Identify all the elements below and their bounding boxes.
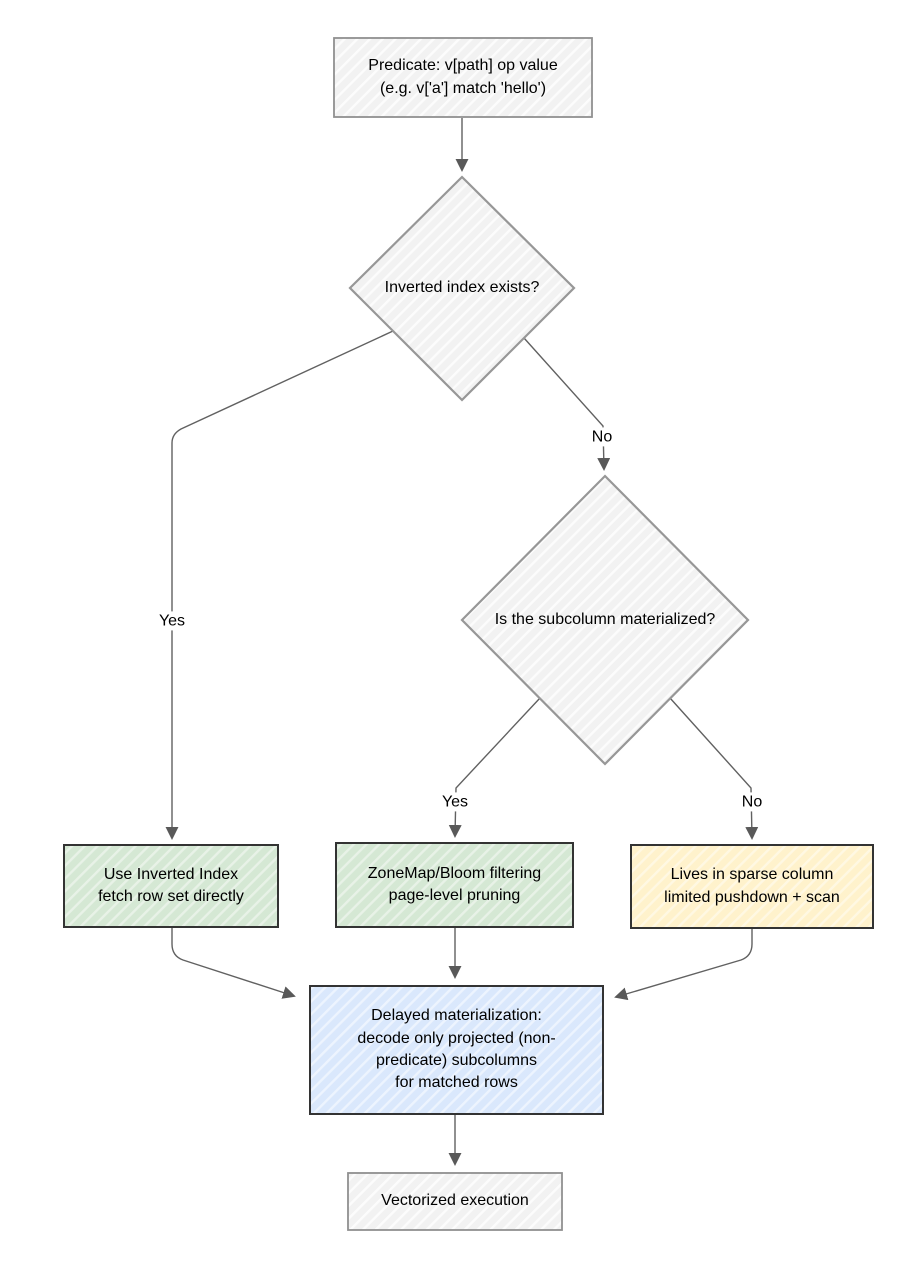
edge-label-no-inverted: No (587, 427, 617, 447)
zonemap-bloom-shape (335, 842, 574, 928)
edge-inverted-to-delayed (171, 928, 296, 999)
edge-decision2-no (669, 697, 759, 840)
predicate-node-shape (333, 37, 593, 118)
vectorized-execution-shape (347, 1172, 563, 1231)
edge-label-no-materialized: No (737, 792, 767, 812)
use-inverted-index-shape (63, 844, 279, 928)
subcolumn-decision-shape (460, 474, 750, 766)
connector-group (165, 118, 759, 1166)
delayed-materialization-shape (309, 985, 604, 1115)
inverted-index-decision-shape (348, 175, 576, 402)
edge-sparse-to-delayed (614, 928, 753, 1001)
edge-label-yes-materialized: Yes (437, 792, 473, 812)
edge-decision1-no (523, 337, 611, 471)
edge-decision1-yes (165, 330, 394, 840)
edge-decision2-yes (448, 697, 541, 838)
sparse-column-shape (630, 844, 874, 929)
edge-label-yes-inverted: Yes (154, 611, 190, 631)
